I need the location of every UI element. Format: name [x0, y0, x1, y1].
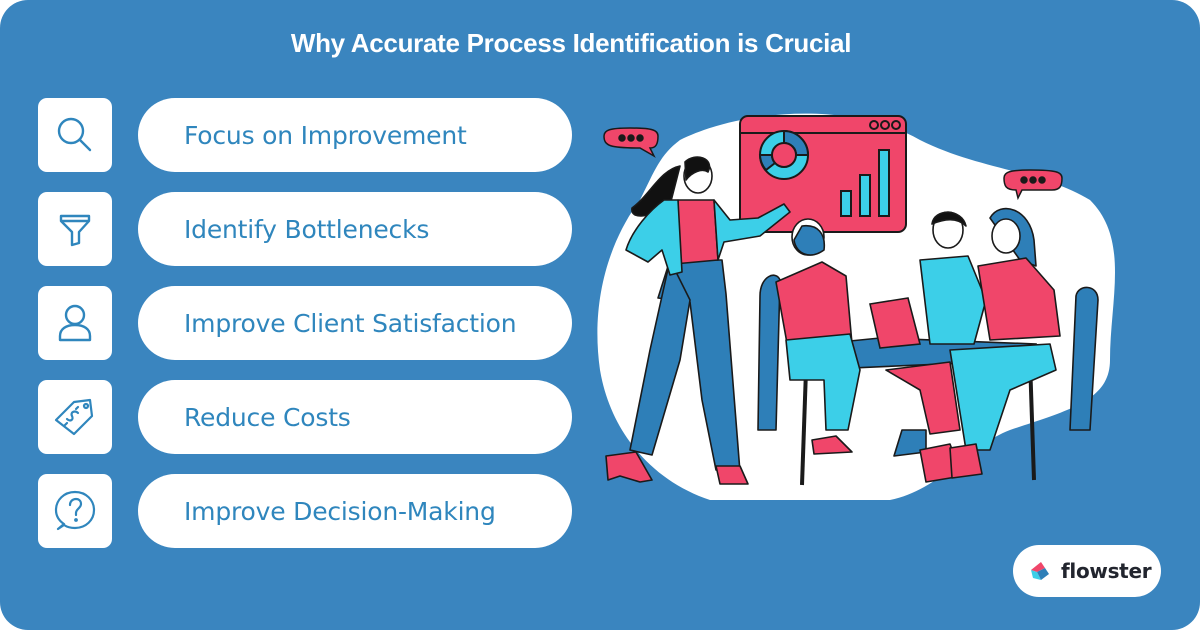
- user-icon: [58, 304, 92, 342]
- brand-name: flowster: [1061, 559, 1152, 583]
- search-icon: [57, 117, 92, 152]
- list-item-improve-decision-making: Improve Decision-Making: [38, 474, 572, 548]
- presenter-figure: [605, 156, 791, 485]
- icon-tile: [38, 286, 112, 360]
- seated-woman-short-hair-figure: [885, 211, 987, 457]
- question-bubble-icon: [54, 490, 96, 531]
- item-label: Reduce Costs: [138, 380, 572, 454]
- brand-logo: flowster: [1013, 545, 1161, 597]
- icon-tile: [38, 98, 112, 172]
- page-title: Why Accurate Process Identification is C…: [290, 28, 852, 58]
- price-tag-icon: [54, 398, 94, 436]
- speech-bubble-icon: [603, 127, 659, 158]
- meeting-illustration: [597, 113, 1115, 500]
- dashboard-screen-icon: [739, 115, 907, 233]
- item-label: Improve Client Satisfaction: [138, 286, 572, 360]
- icon-tile: [38, 474, 112, 548]
- list-item-reduce-costs: Reduce Costs: [38, 380, 572, 454]
- list-item-focus-on-improvement: Focus on Improvement: [38, 98, 572, 172]
- list-item-improve-client-satisfaction: Improve Client Satisfaction: [38, 286, 572, 360]
- item-label: Identify Bottlenecks: [138, 192, 572, 266]
- funnel-icon: [59, 214, 91, 247]
- item-label: Improve Decision-Making: [138, 474, 572, 548]
- icon-tile: [38, 380, 112, 454]
- list-item-identify-bottlenecks: Identify Bottlenecks: [38, 192, 572, 266]
- item-label: Focus on Improvement: [138, 98, 572, 172]
- speech-bubble-icon: [1003, 169, 1063, 201]
- flowster-logo-icon: [1031, 562, 1049, 580]
- icon-tile: [38, 192, 112, 266]
- seated-woman-long-hair-figure: [919, 207, 1099, 483]
- seated-man-figure: [757, 218, 861, 455]
